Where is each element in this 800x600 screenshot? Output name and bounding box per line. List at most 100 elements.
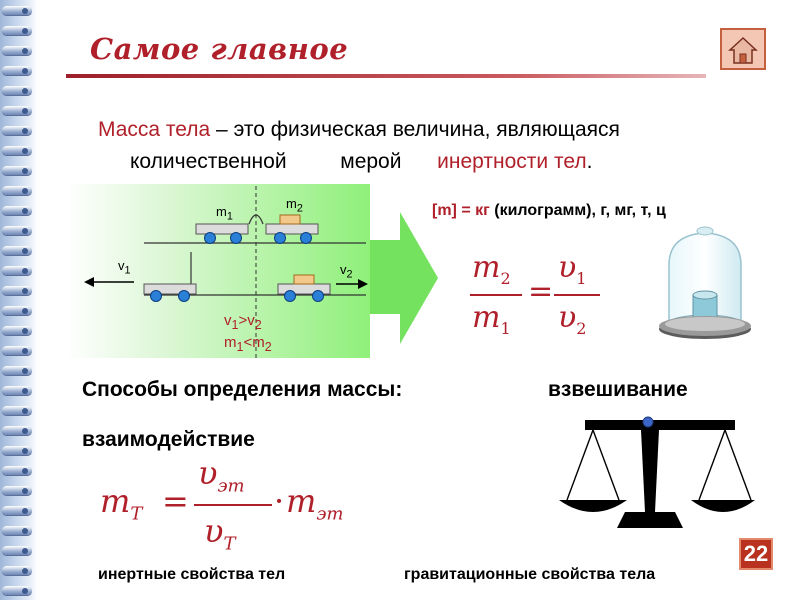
binding-hole (22, 88, 28, 94)
binding-hole (22, 568, 28, 574)
cart-m2-top (265, 214, 319, 244)
word-measure: мерой (340, 150, 402, 173)
binding-ring (2, 526, 32, 535)
definition-period: . (586, 150, 593, 173)
formula2-equals: = (162, 482, 189, 520)
binding-ring (2, 86, 32, 95)
binding-ring (2, 486, 32, 495)
binding-hole (22, 48, 28, 54)
unit-list: (килограмм), г, мг, т, ц (494, 202, 666, 219)
binding-hole (22, 168, 28, 174)
binding-hole (22, 228, 28, 234)
binding-ring (2, 286, 32, 295)
binding-hole (22, 148, 28, 154)
binding-ring (2, 406, 32, 415)
formula1-den-left: m1 (472, 300, 511, 338)
interaction-diagram: m1 m2 v1 v2 v1>v2 m1<m2 (66, 184, 370, 358)
binding-hole (22, 268, 28, 274)
formula2-lhs: mT (100, 482, 143, 525)
binding-hole (22, 348, 28, 354)
binding-ring (2, 506, 32, 515)
binding-hole (22, 508, 28, 514)
binding-hole (22, 408, 28, 414)
binding-ring (2, 246, 32, 255)
mass-velocity-formula: m2 m1 = υ1 υ2 (470, 250, 630, 350)
label-m1: m1 (216, 204, 233, 223)
binding-ring (2, 66, 32, 75)
binding-hole (22, 128, 28, 134)
page-title: Самое главное (90, 32, 349, 66)
label-v2: v2 (340, 262, 353, 281)
binding-hole (22, 588, 28, 594)
binding-ring (2, 466, 32, 475)
binding-hole (22, 428, 28, 434)
binding-ring (2, 386, 32, 395)
word-quantitative: количественной (130, 150, 287, 173)
binding-ring (2, 326, 32, 335)
binding-hole (22, 528, 28, 534)
binding-ring (2, 366, 32, 375)
binding-ring (2, 166, 32, 175)
binding-ring (2, 186, 32, 195)
binding-hole (22, 468, 28, 474)
carts-diagram (84, 186, 368, 358)
binding-ring (2, 306, 32, 315)
interaction-mass-formula: mT = υэт υT · mэт (100, 454, 360, 560)
binding-hole (22, 328, 28, 334)
method-interaction: взаимодействие (82, 428, 255, 451)
binding-ring (2, 546, 32, 555)
page-number-button[interactable]: 22 (739, 538, 773, 570)
label-v1: v1 (118, 258, 131, 277)
formula2-rhs: mэт (286, 482, 344, 525)
binding-hole (22, 448, 28, 454)
relation-mass: m1<m2 (224, 334, 272, 354)
binding-hole (22, 68, 28, 74)
formula1-bar-right (554, 294, 600, 296)
term-inertia: инертности тел (437, 150, 587, 173)
binding-ring (2, 26, 32, 35)
formula2-num: υэт (198, 454, 245, 497)
binding-ring (2, 426, 32, 435)
home-button[interactable] (720, 28, 766, 70)
binding-ring (2, 566, 32, 575)
formula1-bar-left (470, 294, 522, 296)
unit-symbol: [m] = кг (432, 202, 490, 219)
binding-ring (2, 206, 32, 215)
binding-ring (2, 446, 32, 455)
home-icon (728, 36, 758, 64)
binding-hole (22, 188, 28, 194)
binding-ring (2, 6, 32, 15)
balance-scale-icon (559, 416, 755, 528)
binding-hole (22, 208, 28, 214)
formula1-den-right: υ2 (558, 300, 587, 338)
mass-units: [m] = кг (килограмм), г, мг, т, ц (432, 202, 666, 220)
formula1-equals: = (528, 274, 554, 309)
binding-hole (22, 248, 28, 254)
definition-line-1: Масса тела – это физическая величина, яв… (98, 118, 620, 142)
binding-hole (22, 288, 28, 294)
binding-ring (2, 266, 32, 275)
formula1-num-right: υ1 (558, 250, 587, 288)
result-arrow-head (400, 212, 438, 344)
definition-line-2: количественной мерой инертности тел. (130, 150, 592, 174)
method-weighing: взвешивание (548, 378, 688, 401)
binding-hole (22, 28, 28, 34)
binding-ring (2, 46, 32, 55)
binding-hole (22, 388, 28, 394)
inert-properties-label: инертные свойства тел (98, 566, 286, 583)
binding-hole (22, 8, 28, 14)
formula1-num-left: m2 (472, 250, 511, 288)
binding-ring (2, 226, 32, 235)
cart-m2-bottom (277, 274, 331, 302)
binding-ring (2, 106, 32, 115)
binding-ring (2, 586, 32, 595)
binding-ring (2, 346, 32, 355)
formula2-den: υT (204, 512, 236, 555)
relation-velocity: v1>v2 (224, 312, 262, 332)
definition-text: – это физическая величина, являющаяся (210, 118, 620, 141)
binding-hole (22, 108, 28, 114)
binding-hole (22, 488, 28, 494)
spiral-binding (0, 0, 38, 600)
binding-ring (2, 146, 32, 155)
term-mass: Масса тела (98, 118, 211, 141)
